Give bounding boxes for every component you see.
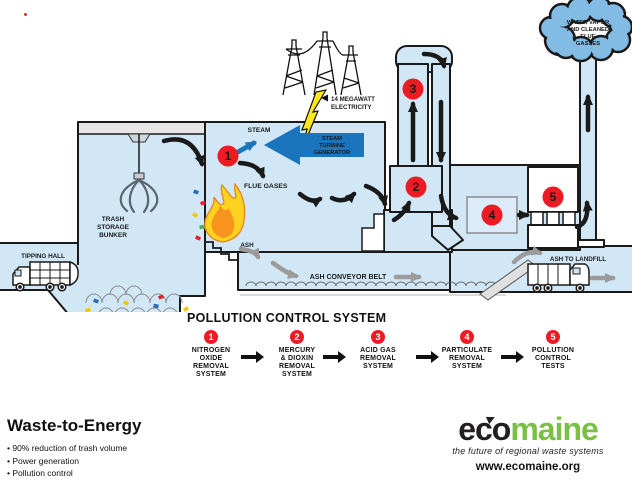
step-1-badge: 1 bbox=[204, 330, 218, 344]
ecomaine-logo: ecomaine bbox=[440, 411, 616, 447]
step-1-line: OXIDE bbox=[199, 355, 223, 362]
pollution-control-title: POLLUTION CONTROL SYSTEM bbox=[187, 311, 387, 325]
step-2-badge: 2 bbox=[290, 330, 304, 344]
step-1-line: SYSTEM bbox=[196, 371, 226, 378]
step-3-line: ACID GAS bbox=[360, 347, 396, 354]
summary-block: Waste-to-Energy 90% reduction of trash v… bbox=[7, 416, 141, 480]
print-mark-dot bbox=[24, 13, 27, 16]
tipping-hall-label: TIPPING HALL bbox=[21, 253, 65, 260]
turbine-label-line3: GENERATOR bbox=[314, 150, 351, 156]
electricity-label-line1: 14 MEGAWATT bbox=[331, 96, 375, 103]
ash-arrows bbox=[238, 245, 616, 283]
step-2-line: & DIOXIN bbox=[280, 355, 314, 362]
step-5-badge: 5 bbox=[546, 330, 560, 344]
step-5-line: CONTROL bbox=[534, 355, 571, 362]
summary-bullet-3: Pollution control bbox=[7, 467, 141, 480]
landfill-label: ASH TO LANDFILL bbox=[550, 256, 606, 263]
hopper-2 bbox=[546, 211, 560, 226]
crane-claw-icon bbox=[119, 134, 159, 214]
turbine-label-line1: STEAM bbox=[322, 136, 342, 142]
bunker-label-line2: STORAGE bbox=[97, 224, 130, 231]
step-markers: 1 2 3 4 5 bbox=[217, 78, 564, 226]
turbine-arrow bbox=[264, 125, 364, 165]
summary-bullet-2: Power generation bbox=[7, 455, 141, 468]
ash-truck-icon bbox=[527, 263, 590, 293]
step-5-line: TESTS bbox=[541, 363, 565, 370]
pollution-step-3: 3 ACID GAS REMOVAL SYSTEM bbox=[332, 330, 424, 371]
step-4-line: PARTICULATE bbox=[441, 347, 493, 354]
marker-4: 4 bbox=[489, 208, 496, 222]
step-1-line: NITROGEN bbox=[191, 347, 231, 354]
pollution-step-2: 2 MERCURY & DIOXIN REMOVAL SYSTEM bbox=[251, 330, 343, 379]
step-4-badge: 4 bbox=[460, 330, 474, 344]
brand-tagline: the future of regional waste systems bbox=[452, 446, 604, 456]
steam-label: STEAM bbox=[248, 127, 271, 134]
step-5-line: POLLUTION bbox=[531, 347, 575, 354]
bunker-roof-band bbox=[79, 123, 204, 134]
scrubber-base-box bbox=[389, 165, 443, 213]
plant-diagram: WATER VAPOR AND CLEANED FLUE GASSES 14 M… bbox=[0, 0, 632, 335]
bunker-label-line3: BUNKER bbox=[99, 232, 127, 239]
marker-5: 5 bbox=[550, 190, 557, 204]
electricity-label-line2: ELECTRICITY bbox=[331, 104, 372, 111]
step-2-line: SYSTEM bbox=[282, 371, 312, 378]
ash-steps bbox=[205, 241, 238, 261]
pollution-step-5: 5 POLLUTION CONTROL TESTS bbox=[507, 330, 599, 371]
hopper-base-box bbox=[527, 224, 579, 249]
cloud-label-line3: FLUE bbox=[580, 34, 595, 40]
cloud-label-line1: WATER VAPOR bbox=[567, 20, 610, 26]
ash-label: ASH bbox=[240, 242, 254, 249]
fire-icon bbox=[204, 182, 246, 243]
pipe-elbow bbox=[431, 225, 464, 251]
ash-on-belt bbox=[245, 281, 497, 287]
marker-1: 1 bbox=[225, 149, 232, 163]
brand-url: www.ecomaine.org bbox=[475, 461, 581, 473]
step-arrow-1 bbox=[241, 351, 264, 363]
step-4-line: REMOVAL bbox=[449, 355, 485, 362]
logo-eco-text: ec bbox=[458, 411, 493, 447]
marker-2: 2 bbox=[413, 180, 420, 194]
hopper-3 bbox=[562, 211, 576, 226]
step-2-line: REMOVAL bbox=[279, 363, 315, 370]
step-arrow-2 bbox=[323, 351, 346, 363]
transmission-towers-icon bbox=[282, 31, 362, 96]
step-arrow-4 bbox=[501, 351, 524, 363]
cloud-label-line4: GASSES bbox=[576, 41, 600, 47]
bunker-label-line1: TRASH bbox=[102, 216, 125, 223]
hopper-1 bbox=[530, 211, 544, 226]
step-3-line: REMOVAL bbox=[360, 355, 396, 362]
electricity-pointer-icon bbox=[321, 94, 328, 102]
conveyor-label: ASH CONVEYOR BELT bbox=[310, 274, 387, 281]
vapor-cloud-icon bbox=[538, 0, 632, 63]
turbine-label-line2: TURBINE bbox=[319, 143, 345, 149]
boiler-step-structure bbox=[361, 213, 385, 252]
pollution-step-4: 4 PARTICULATE REMOVAL SYSTEM bbox=[421, 330, 513, 371]
step-arrow-3 bbox=[416, 351, 439, 363]
cloud-label-line2: AND CLEANED bbox=[567, 27, 609, 33]
marker-3: 3 bbox=[410, 82, 417, 96]
brand-block: ecomaine the future of regional waste sy… bbox=[440, 411, 616, 473]
step-1-line: REMOVAL bbox=[193, 363, 229, 370]
step-3-line: SYSTEM bbox=[363, 363, 393, 370]
garbage-truck-icon bbox=[12, 260, 79, 292]
step-3-badge: 3 bbox=[371, 330, 385, 344]
step-2-line: MERCURY bbox=[278, 347, 316, 354]
logo-maine-text: maine bbox=[510, 411, 598, 447]
summary-bullet-1: 90% reduction of trash volume bbox=[7, 442, 141, 455]
flow-arrows bbox=[161, 51, 593, 230]
steam-flow-arrow bbox=[233, 140, 257, 156]
flue-gases-label: FLUE GASES bbox=[244, 183, 288, 190]
pollution-step-1: 1 NITROGEN OXIDE REMOVAL SYSTEM bbox=[165, 330, 257, 379]
logo-o-text: o bbox=[491, 411, 512, 447]
summary-title: Waste-to-Energy bbox=[7, 416, 142, 435]
step-4-line: SYSTEM bbox=[452, 363, 482, 370]
